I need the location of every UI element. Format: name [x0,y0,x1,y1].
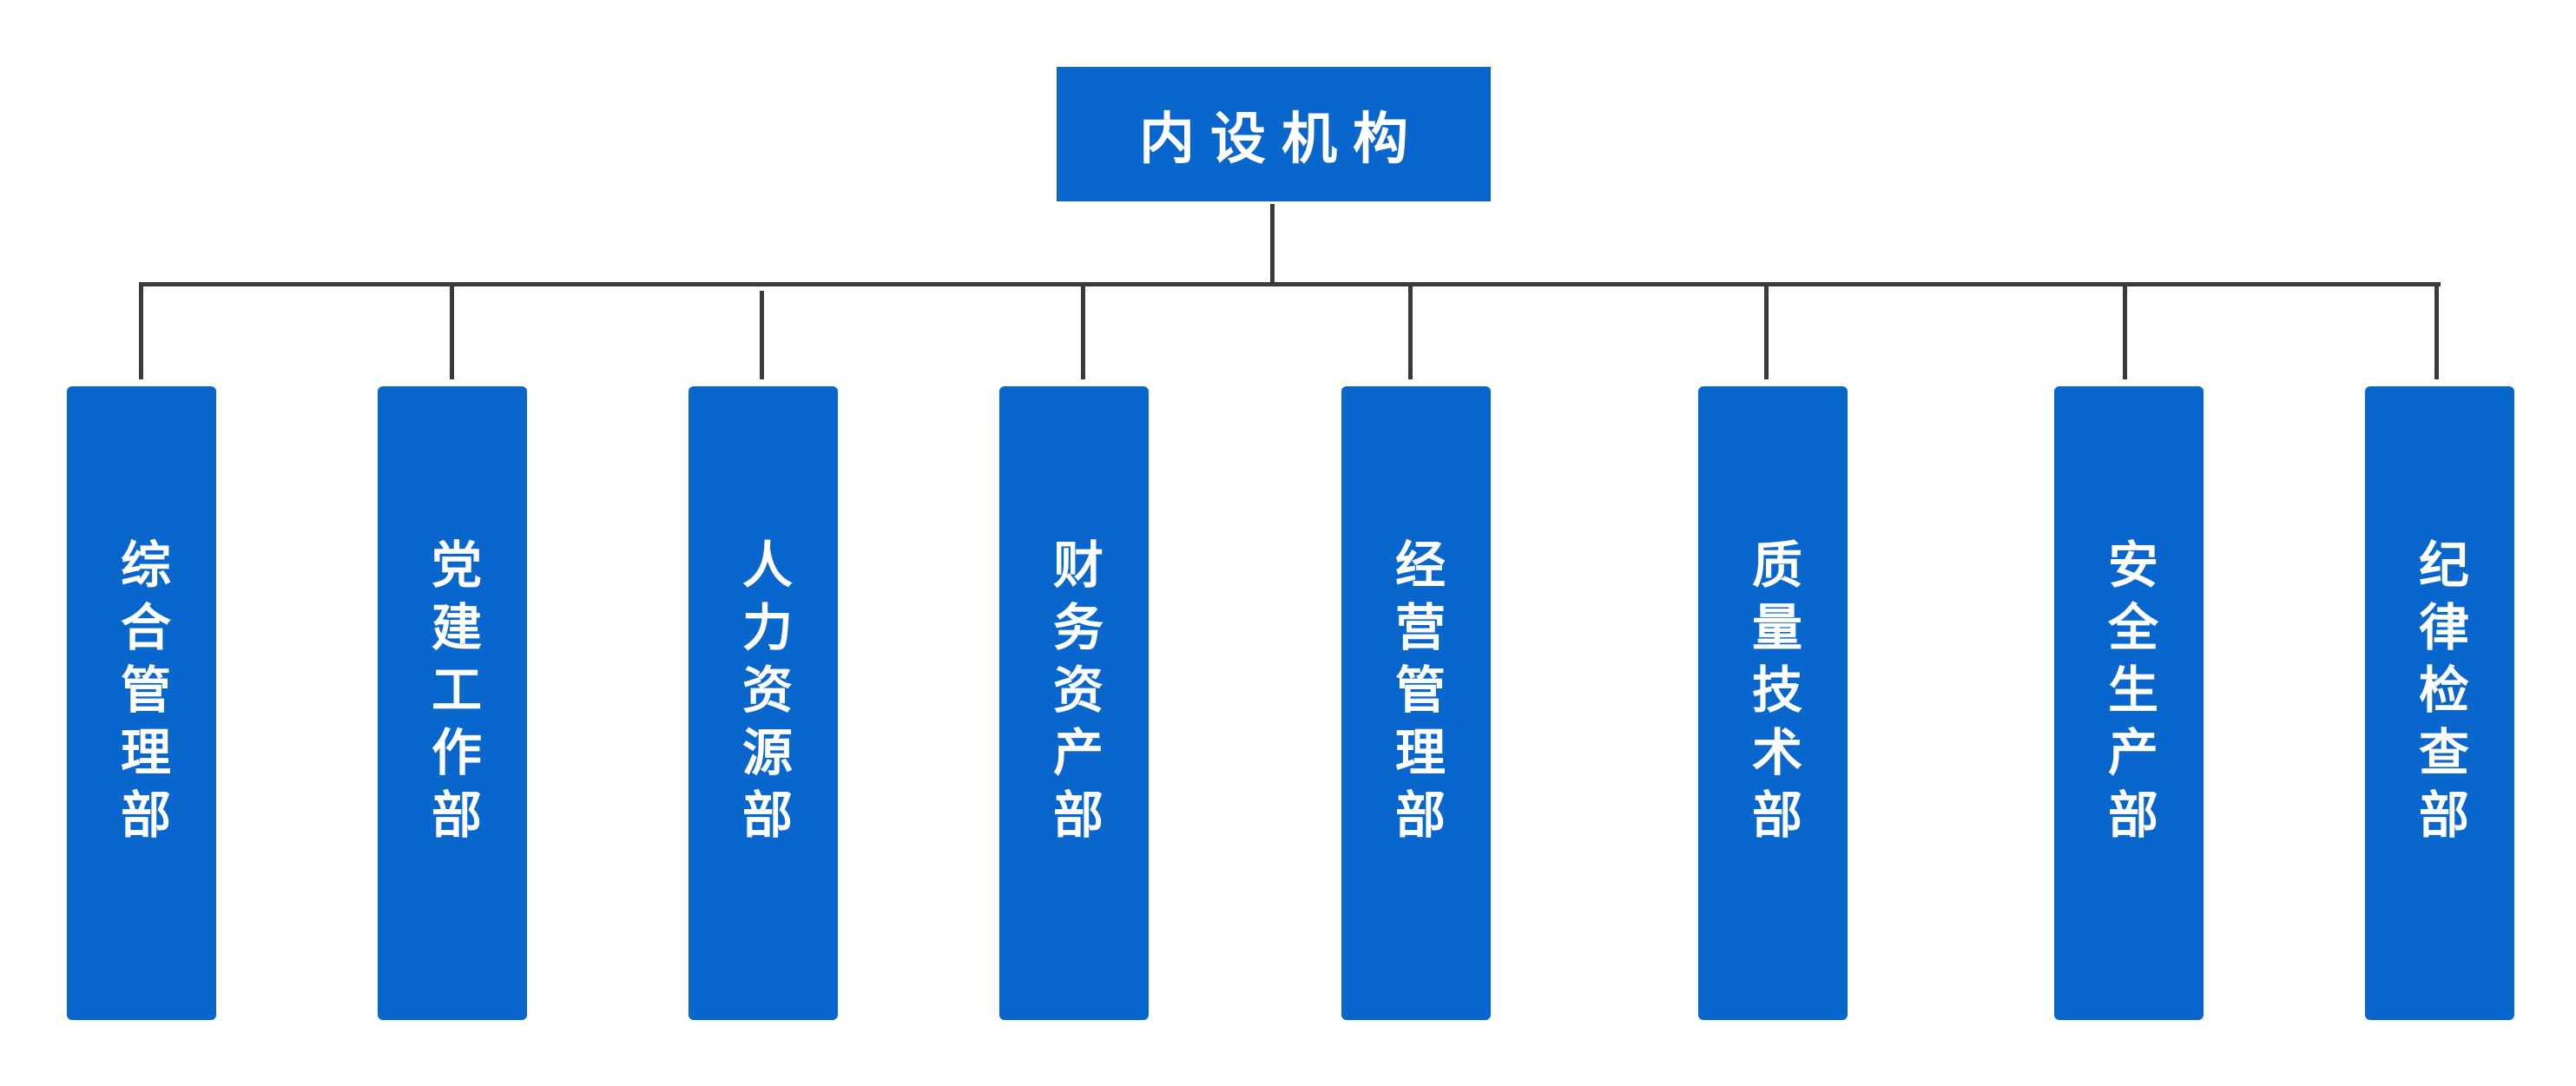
dept-node: 财务资产部 [999,386,1149,1020]
dept-node-label: 安全生产部 [2099,538,2158,851]
dept-node: 质量技术部 [1698,386,1848,1020]
dept-node: 综合管理部 [67,386,216,1020]
root-connector-line [1270,204,1275,285]
branch-line-8 [2434,282,2439,379]
dept-node-label: 质量技术部 [1743,538,1802,851]
branch-line-6 [1764,282,1769,379]
dept-node-label: 纪律检查部 [2410,538,2469,851]
branch-line-7 [2123,282,2127,379]
dept-node: 纪律检查部 [2365,386,2514,1020]
dept-node: 人力资源部 [688,386,838,1020]
root-node: 内设机构 [1057,67,1491,201]
dept-node: 安全生产部 [2054,386,2204,1020]
dept-node-label: 经营管理部 [1387,538,1446,851]
root-node-label: 内设机构 [1139,107,1424,172]
branch-line-3 [760,291,764,379]
branch-line-4 [1081,282,1085,379]
branch-line-2 [450,282,454,379]
dept-node: 经营管理部 [1341,386,1491,1020]
dept-node-label: 财务资产部 [1044,538,1104,851]
horizontal-bus-line [139,282,2441,286]
dept-node-label: 党建工作部 [423,538,482,851]
branch-line-1 [139,282,143,379]
dept-node-label: 综合管理部 [112,538,171,851]
branch-line-5 [1408,282,1413,379]
dept-node-label: 人力资源部 [734,538,793,851]
dept-node: 党建工作部 [378,386,527,1020]
